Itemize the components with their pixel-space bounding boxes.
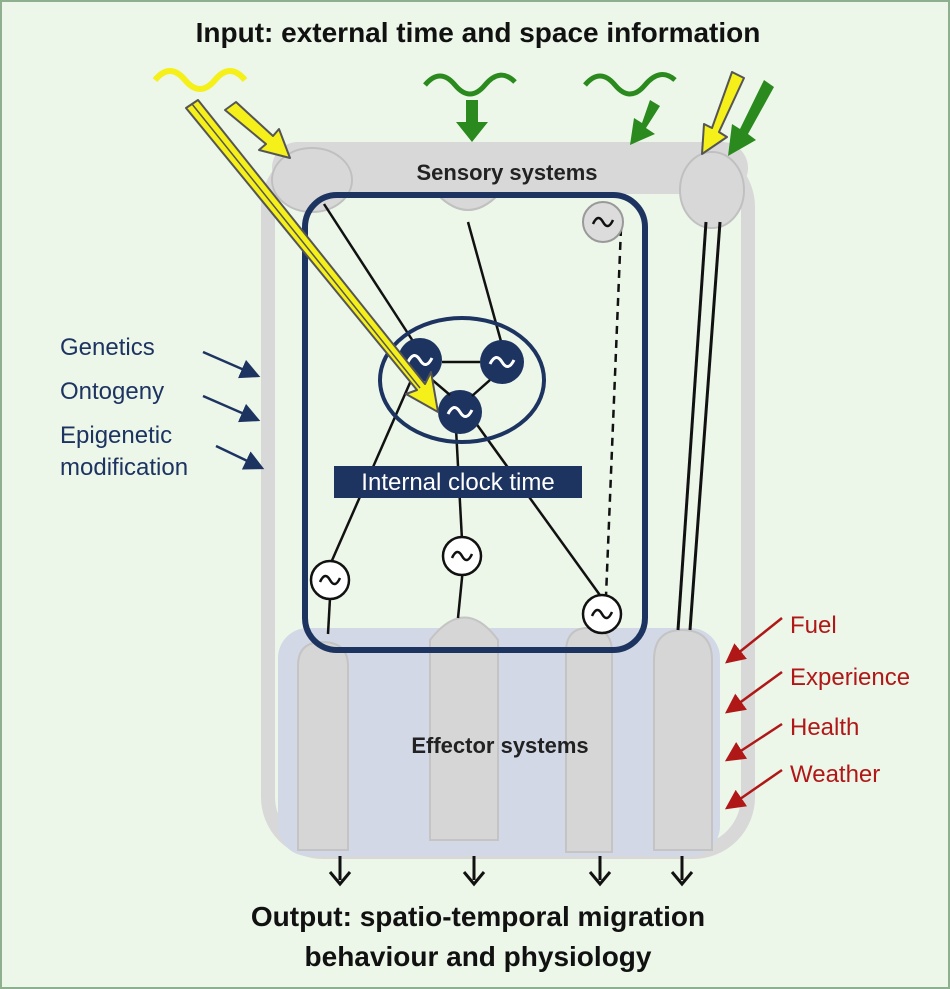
direct-pathway-line-1	[676, 221, 708, 631]
clock-system-box	[302, 192, 648, 653]
factor-weather: Weather	[790, 761, 880, 788]
light-input-arrow-long-ridge	[191, 103, 421, 389]
factor-epigenetic: Epigenetic	[60, 422, 172, 449]
light-input-arrow-long	[185, 99, 439, 413]
left-factor-arrows	[202, 350, 265, 470]
internal-clock-label: Internal clock time	[361, 469, 554, 496]
factor-genetics: Genetics	[60, 334, 155, 361]
light-signal-wave	[152, 68, 248, 92]
output-arrows	[328, 856, 694, 887]
central-pacemaker-ellipse	[378, 316, 546, 444]
effector-organ-4	[653, 628, 713, 851]
sensory-organ-right	[679, 151, 745, 229]
right-factor-arrows	[724, 617, 783, 810]
peripheral-oscillator-3	[581, 593, 623, 635]
peripheral-oscillator-sensory	[582, 201, 624, 243]
effector-organ-2	[429, 616, 499, 841]
green-input-arrow-1	[456, 100, 488, 142]
output-title-line2: behaviour and physiology	[305, 941, 652, 972]
input-title: Input: external time and space informati…	[196, 17, 761, 48]
factor-health: Health	[790, 714, 859, 741]
light-input-arrow-right	[701, 71, 745, 155]
dashed-connection	[604, 227, 623, 597]
peripheral-oscillator-2	[441, 535, 483, 577]
sensory-organ-left	[271, 147, 353, 213]
output-title-line1: Output: spatio-temporal migration	[251, 901, 705, 932]
output-arrow-1	[328, 856, 352, 887]
effector-systems-label: Effector systems	[411, 733, 588, 758]
sensory-systems-band	[272, 142, 748, 194]
factor-fuel: Fuel	[790, 612, 837, 639]
green-input-arrow-2	[630, 100, 660, 145]
central-oscillator-3	[438, 390, 482, 434]
output-arrow-3	[588, 856, 612, 887]
green-signal-wave-1	[423, 72, 517, 97]
output-arrow-4	[670, 856, 694, 887]
effector-organ-1	[297, 640, 349, 851]
factor-ontogeny: Ontogeny	[60, 378, 164, 405]
factor-experience: Experience	[790, 664, 910, 691]
green-input-arrow-right	[728, 80, 774, 156]
central-oscillator-2	[480, 340, 524, 384]
green-signal-wave-2	[583, 72, 677, 97]
direct-pathway-line-2	[688, 221, 722, 631]
internal-clock-label-bg	[334, 466, 582, 498]
light-input-arrow-short	[224, 101, 291, 159]
factor-modification: modification	[60, 454, 188, 481]
peripheral-oscillator-1	[309, 559, 351, 601]
sensory-systems-label: Sensory systems	[417, 160, 598, 185]
output-arrow-2	[462, 856, 486, 887]
